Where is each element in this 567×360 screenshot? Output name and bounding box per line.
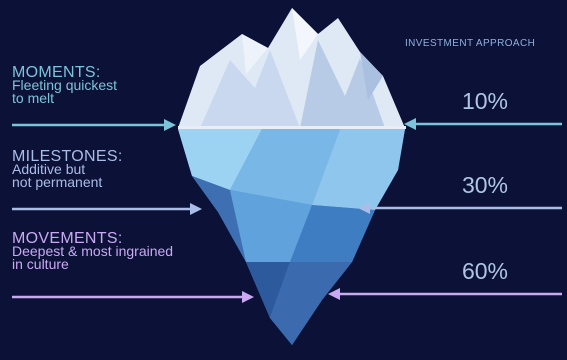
tier-description-line2: not permanent xyxy=(12,174,103,190)
milestones-percent: 30% xyxy=(461,172,509,198)
tier-description-line2: to melt xyxy=(12,90,55,106)
tier-description-line1: Deepest & most ingrained xyxy=(12,243,174,259)
tier-title: MOVEMENTS: xyxy=(12,230,123,247)
tier-moments-label: MOMENTS: Fleeting quickest to melt xyxy=(12,64,118,106)
waterline xyxy=(178,126,406,129)
tier-movements-label: MOVEMENTS: Deepest & most ingrained in c… xyxy=(12,230,174,272)
tier-title: MILESTONES: xyxy=(12,148,123,165)
movements-percent: 60% xyxy=(461,258,509,284)
tier-milestones-label: MILESTONES: Additive but not permanent xyxy=(12,148,123,190)
iceberg-underwater xyxy=(178,129,405,345)
investment-approach-title: INVESTMENT APPROACH xyxy=(405,38,536,49)
tier-description-line1: Additive but xyxy=(12,161,86,177)
tier-description-line1: Fleeting quickest xyxy=(12,77,118,93)
iceberg-top xyxy=(178,8,405,128)
tier-description-line2: in culture xyxy=(12,256,69,272)
tier-title: MOMENTS: xyxy=(12,64,101,81)
moments-percent: 10% xyxy=(461,88,509,114)
arrows xyxy=(12,118,562,303)
